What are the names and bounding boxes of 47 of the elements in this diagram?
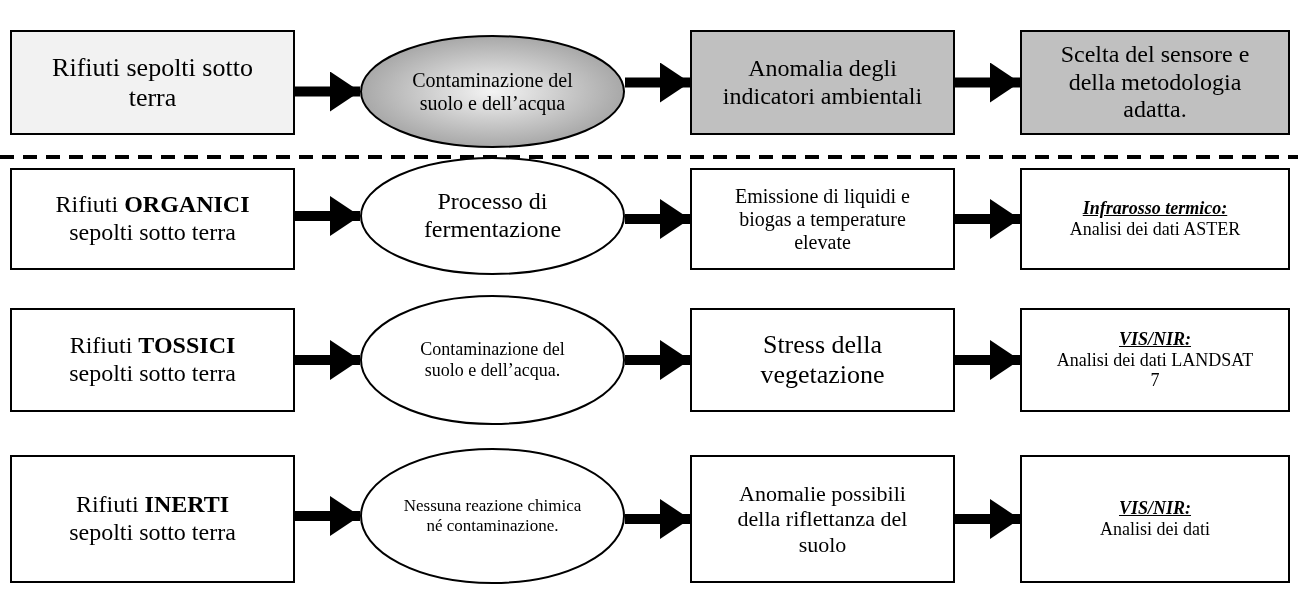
node-text: Rifiuti TOSSICI sepolti sotto terra (68, 332, 237, 388)
arrow (955, 199, 1020, 239)
arrow (295, 196, 360, 236)
arrow (955, 499, 1020, 539)
process-box (10, 30, 295, 135)
process-box (1020, 30, 1290, 135)
node-text: Anomalie possibili della riflettanza del suolo (736, 481, 909, 557)
arrow (295, 340, 360, 380)
arrow (955, 340, 1020, 380)
node-text: Scelta del sensore e della metodologia adatta. (1059, 41, 1251, 124)
node-text: Anomalia degli indicatori ambientali (722, 54, 923, 111)
process-ellipse (360, 295, 625, 425)
process-box (1020, 308, 1290, 412)
node-text: Contaminazione del suolo e dell’acqua. (419, 339, 566, 381)
node-text: Analisi dei dati ASTER (1069, 219, 1241, 240)
node-text: Emissione di liquidi e biogas a temperature elevate (734, 184, 911, 254)
node-text: Processo di fermentazione (422, 188, 563, 244)
node-text: Stress della vegetazione (759, 330, 886, 390)
band-heading: VIS/NIR: (1119, 328, 1191, 350)
process-ellipse (360, 157, 625, 275)
arrow (955, 62, 1020, 103)
arrow (625, 199, 690, 239)
arrow (625, 499, 690, 539)
process-box (10, 308, 295, 412)
band-heading: VIS/NIR: (1119, 498, 1191, 519)
process-box (690, 455, 955, 583)
node-text: Rifiuti sepolti sotto terra (51, 52, 254, 113)
process-box (1020, 168, 1290, 270)
process-box (10, 168, 295, 270)
arrow (295, 71, 360, 112)
process-box (1020, 455, 1290, 583)
process-box (10, 455, 295, 583)
process-ellipse (360, 35, 625, 148)
band-heading: Infrarosso termico: (1082, 198, 1228, 219)
node-text: Rifiuti INERTI sepolti sotto terra (68, 491, 237, 547)
process-box (690, 308, 955, 412)
node-text: Rifiuti ORGANICI sepolti sotto terra (54, 191, 251, 247)
arrow (625, 62, 690, 103)
process-box (690, 168, 955, 270)
node-text: Analisi dei dati LANDSAT 7 (1055, 349, 1255, 392)
process-box (690, 30, 955, 135)
arrow (625, 340, 690, 380)
node-text: Contaminazione del suolo e dell’acqua (411, 68, 574, 115)
node-text: Analisi dei dati (1100, 519, 1210, 540)
arrow (295, 496, 360, 536)
process-ellipse (360, 448, 625, 584)
node-text: Nessuna reazione chimica né contaminazione. (402, 496, 583, 536)
